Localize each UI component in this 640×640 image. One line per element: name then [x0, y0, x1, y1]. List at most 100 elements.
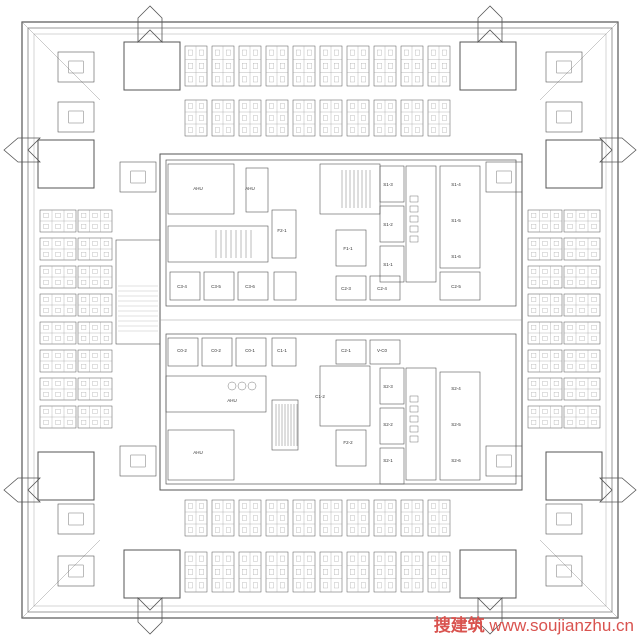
chair	[269, 515, 274, 521]
chair	[81, 325, 87, 330]
chair	[242, 76, 247, 83]
chair	[579, 297, 585, 302]
chair	[334, 115, 339, 121]
chair	[323, 515, 328, 521]
chair	[215, 569, 220, 575]
chair	[55, 224, 61, 229]
chair	[81, 381, 87, 386]
chair	[542, 353, 548, 358]
lift-car	[335, 429, 367, 467]
chair	[431, 527, 436, 533]
chair	[226, 63, 231, 69]
chair	[188, 76, 193, 83]
column-shaft	[37, 139, 95, 189]
chair	[567, 213, 573, 218]
room-label: C0-2	[211, 348, 221, 353]
chair	[404, 115, 409, 121]
chair	[431, 103, 436, 109]
chair	[442, 103, 447, 109]
chair	[334, 569, 339, 575]
chair	[242, 515, 247, 521]
chair	[350, 63, 355, 69]
chair	[226, 115, 231, 121]
chair	[226, 49, 231, 56]
chair	[531, 297, 537, 302]
chair	[81, 420, 87, 425]
chair	[215, 527, 220, 533]
chair	[103, 420, 109, 425]
chair	[253, 49, 258, 56]
room-label: S1-4	[451, 182, 461, 187]
room-label: C0-1	[245, 348, 255, 353]
chair	[579, 280, 585, 285]
chair	[531, 420, 537, 425]
chair	[188, 569, 193, 575]
chair	[542, 381, 548, 386]
chair	[307, 103, 312, 109]
chair	[296, 127, 301, 133]
duct-room	[245, 167, 269, 213]
room-label: F2-2	[343, 440, 353, 445]
chair	[404, 49, 409, 56]
lift-car	[273, 271, 297, 301]
room-label: C3-5	[211, 284, 221, 289]
chair	[280, 115, 285, 121]
lift-car	[439, 271, 481, 301]
chair	[542, 420, 548, 425]
chair	[188, 515, 193, 521]
chair	[334, 582, 339, 589]
chair	[531, 364, 537, 369]
chair	[591, 241, 597, 246]
chair	[253, 569, 258, 575]
chair	[280, 103, 285, 109]
room-label: V-C0	[377, 348, 388, 353]
chair	[280, 49, 285, 56]
lift-bank-east-south	[439, 371, 481, 481]
room-label: S1-3	[383, 182, 393, 187]
chair	[215, 103, 220, 109]
chair	[567, 325, 573, 330]
chair	[188, 49, 193, 56]
chair	[103, 409, 109, 414]
chair	[55, 420, 61, 425]
chair	[188, 63, 193, 69]
chair	[55, 381, 61, 386]
chair	[350, 555, 355, 562]
chair	[307, 555, 312, 562]
wc-stall	[409, 425, 419, 433]
chair	[415, 103, 420, 109]
chair	[92, 409, 98, 414]
fan-unit	[247, 381, 257, 391]
lift-car	[169, 271, 201, 301]
chair	[553, 241, 559, 246]
chair	[307, 127, 312, 133]
chair	[103, 336, 109, 341]
chair	[567, 336, 573, 341]
chair	[388, 582, 393, 589]
corner-fin	[599, 137, 637, 163]
chair	[531, 241, 537, 246]
room-label: C2-4	[377, 286, 387, 291]
chair	[579, 420, 585, 425]
chair	[242, 103, 247, 109]
chair	[542, 252, 548, 257]
chair	[81, 364, 87, 369]
column-shaft	[123, 549, 181, 599]
chair	[567, 392, 573, 397]
chair	[242, 503, 247, 509]
chair	[226, 569, 231, 575]
chair	[92, 241, 98, 246]
chair	[253, 582, 258, 589]
column-shaft	[459, 41, 517, 91]
chair	[242, 115, 247, 121]
chair	[431, 49, 436, 56]
chair	[199, 115, 204, 121]
chair	[43, 353, 49, 358]
chair	[361, 103, 366, 109]
chair	[334, 555, 339, 562]
chair	[542, 269, 548, 274]
facade-line	[33, 33, 607, 607]
chair	[591, 213, 597, 218]
meeting-table	[68, 60, 84, 74]
chair	[377, 515, 382, 521]
